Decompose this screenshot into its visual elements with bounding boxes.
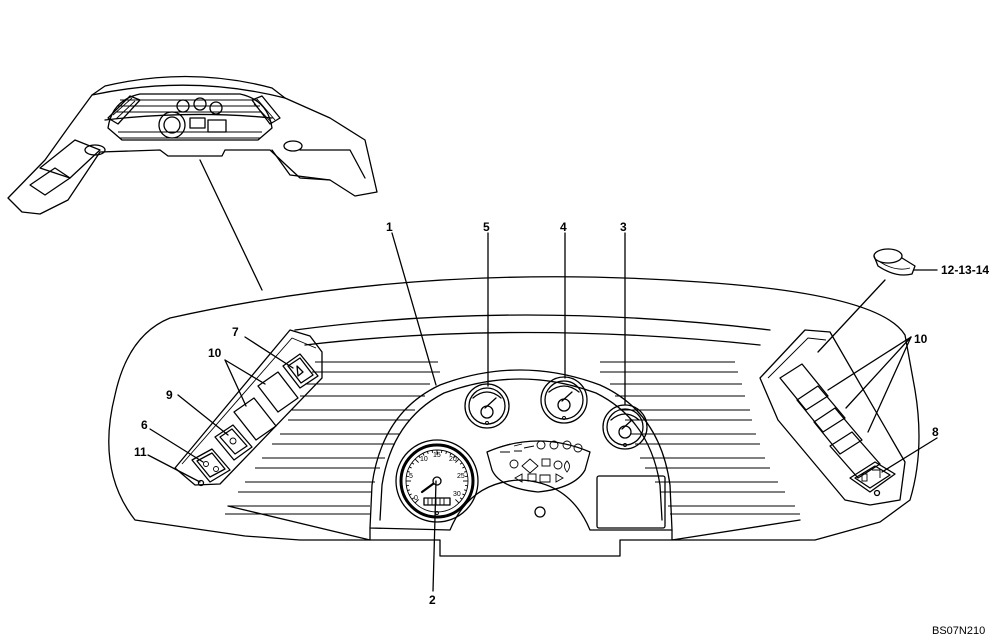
callout-7: 7 [232,325,239,339]
speedo-tick [426,451,429,455]
callout-10-right: 10 [914,332,928,346]
speedo-tick [409,493,412,496]
callout-3: 3 [620,220,627,234]
right-switch-panel [759,329,906,506]
speedo-tick [411,497,415,500]
speedo-tick [409,466,412,469]
tick-label: 25 [457,473,465,480]
speedo-tick [455,499,460,504]
blank-cover [829,431,881,479]
dashboard-main [108,276,920,557]
speedo-tick [445,451,448,455]
tick-label: 20 [449,456,457,463]
speedo-tick [418,455,421,459]
speedo-tick [462,493,465,496]
speedo-tick [414,458,419,463]
gauge-5 [464,383,510,429]
switch-6[interactable] [191,448,231,483]
blank-cover [233,397,277,441]
callout-1: 1 [386,220,393,234]
left-switch-panel [174,329,323,487]
socket-11 [197,479,205,487]
callout-2: 2 [429,593,436,607]
speedo-tick [459,497,463,500]
speedo-tick [455,458,460,463]
speedo-tick [449,453,452,456]
tick-label: 15 [433,452,441,459]
speedo-tick [463,489,467,492]
speedo-tick [407,489,411,492]
blank-cover [796,385,846,433]
callout-8: 8 [932,425,939,439]
reference-code: BS07N210 [932,625,985,637]
switch-8[interactable] [849,461,896,493]
switch-7[interactable] [282,353,319,389]
speedo-tick [459,462,463,465]
callout-10-left: 10 [208,346,222,360]
leader-lines [147,232,938,592]
callout-9: 9 [166,388,173,402]
speedo-tick [407,470,411,473]
tick-label: 5 [409,473,413,480]
speedo-tick [422,453,425,456]
warning-light-cluster [486,440,591,493]
speedo-tick [463,470,467,473]
callout-5: 5 [483,220,490,234]
callout-6: 6 [141,418,148,432]
speedometer-2: 0 5 10 15 20 25 30 [395,439,479,523]
tick-label: 0 [414,495,418,502]
blank-cover [813,407,863,455]
dashboard-overview [7,75,378,215]
speedo-tick [414,499,419,504]
switch-9[interactable] [214,424,253,461]
callout-12-13-14: 12-13-14 [941,263,989,277]
odometer [423,497,451,506]
leader-line [199,159,263,291]
part-12-13-14 [873,248,916,276]
gauge-3 [602,404,648,450]
socket [873,489,881,497]
tick-label: 30 [453,491,461,498]
lcd-display [596,475,666,529]
speedo-tick [411,462,415,465]
blank-cover [779,363,829,411]
tick-label: 10 [420,456,428,463]
speedo-tick [453,455,456,459]
gauge-4 [540,376,588,424]
callout-11: 11 [134,445,147,459]
callout-4: 4 [560,220,567,234]
blank-cover [257,371,299,413]
speedo-tick [462,466,465,469]
